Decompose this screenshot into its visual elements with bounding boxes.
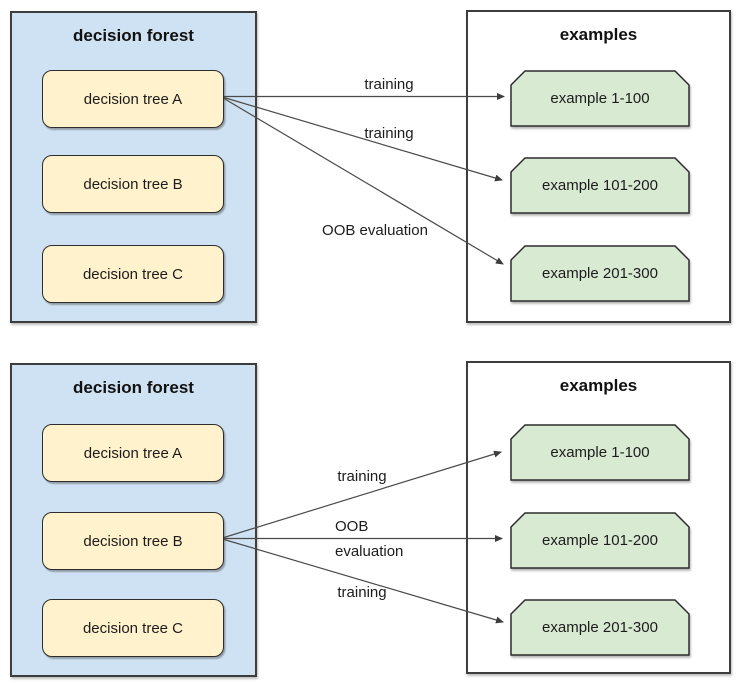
arrow-label-oob-evaluation: OOB evaluation: [322, 222, 428, 239]
card-shape: [510, 245, 690, 302]
arrow-label-training: training: [337, 584, 387, 601]
decision-forest-title: decision forest: [73, 378, 194, 397]
decision-tree-c-node: decision tree C: [42, 599, 224, 657]
example-card-201-300: example 201-300: [510, 245, 690, 302]
decision-tree-b-node: decision tree B: [42, 512, 224, 570]
decision-forest-panel-top: decision forest decision tree A decision…: [10, 11, 257, 323]
decision-tree-a-node: decision tree A: [42, 424, 224, 482]
arrow-label-oob-line1: OOB: [335, 518, 369, 535]
decision-tree-a-label: decision tree A: [83, 444, 183, 462]
example-card-label: example 201-300: [542, 619, 658, 636]
decision-forest-panel-bottom: decision forest decision tree A decision…: [10, 363, 257, 677]
decision-tree-c-node: decision tree C: [42, 245, 224, 303]
decision-tree-b-label: decision tree B: [83, 175, 183, 193]
arrow-label-oob-evaluation: OOB evaluation: [335, 514, 403, 564]
example-card-label: example 101-200: [542, 532, 658, 549]
card-shape: [510, 512, 690, 569]
example-card-label: example 101-200: [542, 177, 658, 194]
example-card-label: example 201-300: [542, 265, 658, 282]
decision-tree-c-label: decision tree C: [82, 265, 184, 283]
examples-title: examples: [559, 376, 638, 395]
decision-tree-c-label: decision tree C: [82, 619, 184, 637]
card-shape: [510, 157, 690, 214]
examples-panel-bottom: examples example 1-100 example 101-200 e…: [466, 361, 731, 674]
example-card-201-300: example 201-300: [510, 599, 690, 656]
decision-tree-a-node: decision tree A: [42, 70, 224, 128]
decision-tree-b-node: decision tree B: [42, 155, 224, 213]
arrow-label-training: training: [364, 125, 414, 142]
arrow-label-training: training: [364, 76, 414, 93]
example-card-101-200: example 101-200: [510, 157, 690, 214]
example-card-1-100: example 1-100: [510, 424, 690, 481]
example-card-label: example 1-100: [550, 90, 650, 107]
card-shape: [510, 424, 690, 481]
arrow-treeA-oob-eval: [223, 97, 504, 265]
example-card-1-100: example 1-100: [510, 70, 690, 127]
arrow-label-training: training: [337, 468, 387, 485]
decision-forest-title: decision forest: [73, 26, 194, 45]
card-shape: [510, 599, 690, 656]
examples-title: examples: [559, 25, 638, 44]
example-card-101-200: example 101-200: [510, 512, 690, 569]
example-card-label: example 1-100: [550, 444, 650, 461]
decision-tree-b-label: decision tree B: [83, 532, 183, 550]
card-shape: [510, 70, 690, 127]
decision-tree-a-label: decision tree A: [83, 90, 183, 108]
arrow-label-oob-line2: evaluation: [335, 543, 404, 560]
examples-panel-top: examples example 1-100 example 101-200 e…: [466, 10, 731, 323]
